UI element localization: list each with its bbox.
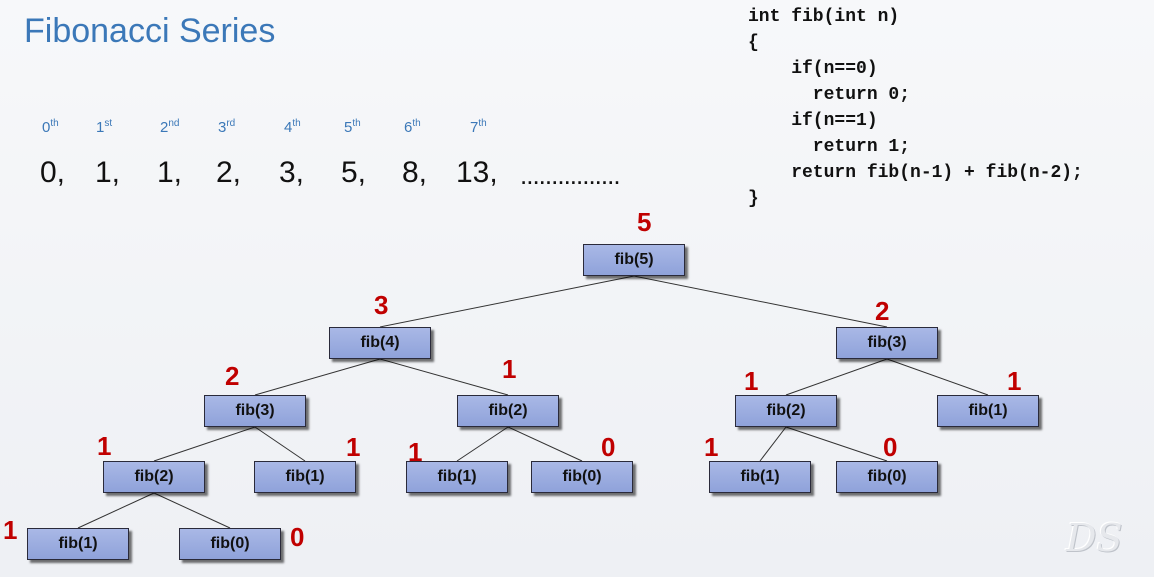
- return-value: 3: [374, 290, 389, 320]
- tree-edge: [153, 426, 256, 462]
- tree-node: fib(3): [836, 327, 938, 359]
- tree-node: fib(1): [937, 395, 1039, 427]
- ordinal-label: 2nd: [160, 118, 180, 136]
- page-title: Fibonacci Series: [24, 12, 276, 50]
- tree-node: fib(1): [254, 461, 356, 493]
- return-value: 0: [290, 522, 305, 552]
- tree-node: fib(5): [583, 244, 685, 276]
- tree-edge: [759, 426, 787, 462]
- return-value: 0: [883, 432, 898, 462]
- ordinal-label: 3rd: [218, 118, 236, 136]
- ordinal-label: 1st: [96, 118, 113, 136]
- tree-node: fib(2): [457, 395, 559, 427]
- tree-edge: [77, 492, 155, 529]
- tree-edge: [379, 275, 635, 328]
- sequence-value: 13,: [456, 156, 498, 189]
- sequence-value: 2,: [216, 156, 242, 189]
- sequence-ellipsis: ................: [520, 160, 621, 190]
- ordinal-label: 6th: [404, 118, 421, 136]
- sequence-value: 0,: [40, 156, 66, 189]
- tree-node: fib(0): [836, 461, 938, 493]
- tree-edge: [456, 426, 509, 462]
- tree-edge: [254, 358, 381, 396]
- tree-edge: [785, 358, 888, 396]
- tree-node: fib(3): [204, 395, 306, 427]
- return-value: 1: [704, 432, 719, 462]
- tree-node: fib(4): [329, 327, 431, 359]
- tree-edge: [507, 426, 583, 462]
- tree-node: fib(1): [406, 461, 508, 493]
- tree-node: fib(2): [103, 461, 205, 493]
- tree-edge: [254, 426, 306, 462]
- sequence-value: 5,: [341, 156, 367, 189]
- return-value: 1: [408, 437, 423, 467]
- tree-edge: [633, 275, 888, 328]
- sequence-value: 8,: [402, 156, 428, 189]
- tree-node: fib(0): [531, 461, 633, 493]
- tree-edge: [785, 426, 888, 462]
- ordinal-label: 4th: [284, 118, 301, 136]
- tree-edge: [379, 358, 509, 396]
- return-value: 1: [3, 515, 18, 545]
- return-value: 2: [225, 361, 240, 391]
- return-value: 1: [502, 354, 517, 384]
- tree-node: fib(2): [735, 395, 837, 427]
- ds-logo: DS: [1066, 516, 1123, 560]
- tree-edge: [153, 492, 231, 529]
- tree-node: fib(1): [709, 461, 811, 493]
- return-value: 0: [601, 432, 616, 462]
- return-value: 1: [346, 432, 361, 462]
- return-value: 5: [637, 207, 652, 237]
- sequence-value: 1,: [95, 156, 121, 189]
- tree-node: fib(1): [27, 528, 129, 560]
- return-value: 1: [1007, 366, 1022, 396]
- sequence-value: 1,: [157, 156, 183, 189]
- tree-edge: [886, 358, 989, 396]
- tree-node: fib(0): [179, 528, 281, 560]
- return-value: 2: [875, 296, 890, 326]
- return-value: 1: [744, 366, 759, 396]
- ordinal-label: 7th: [470, 118, 487, 136]
- ordinal-label: 0th: [42, 118, 59, 136]
- ordinal-label: 5th: [344, 118, 361, 136]
- return-value: 1: [97, 431, 112, 461]
- sequence-value: 3,: [279, 156, 305, 189]
- code-block: int fib(int n) { if(n==0) return 0; if(n…: [748, 7, 1083, 209]
